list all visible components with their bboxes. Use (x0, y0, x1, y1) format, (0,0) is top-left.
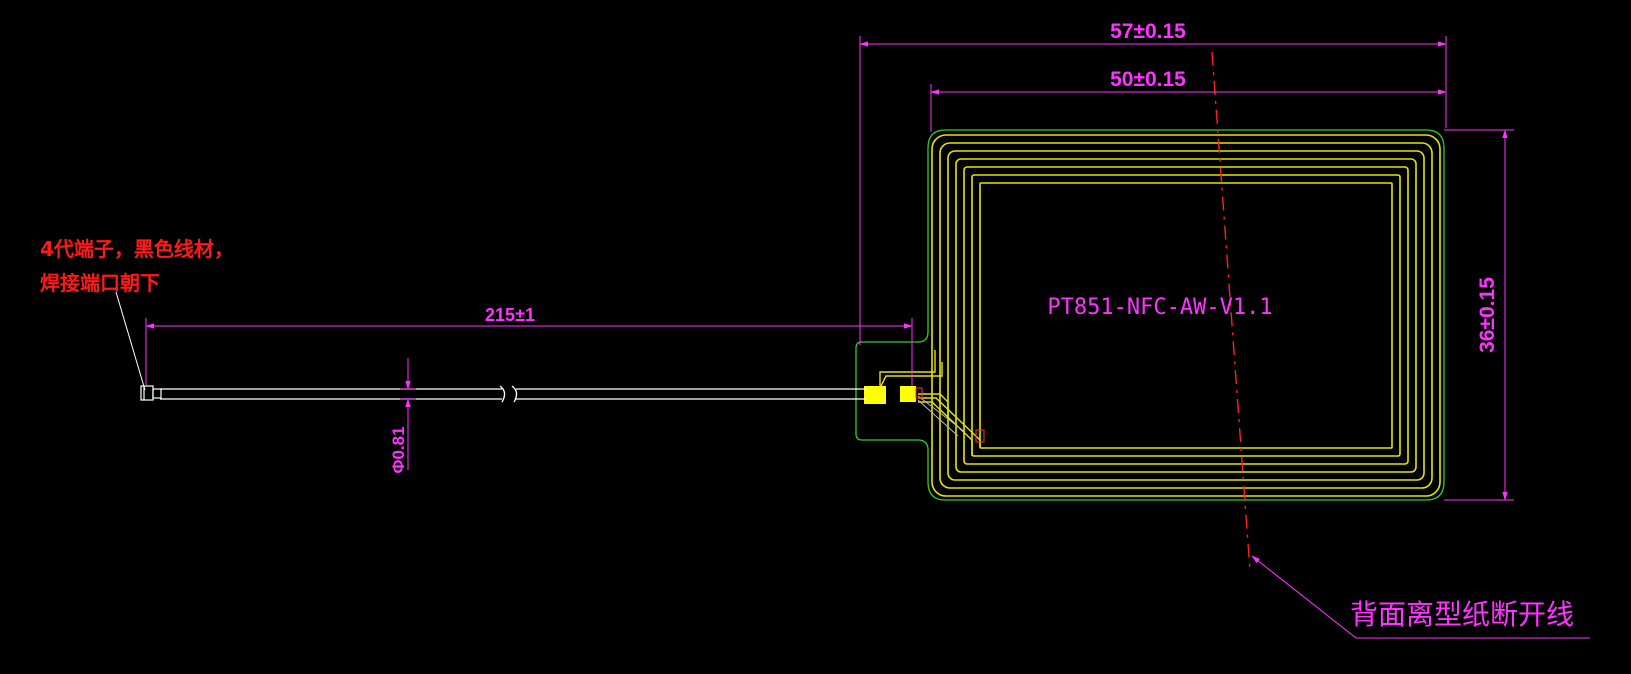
dim-cable-length: 215±1 (485, 305, 535, 325)
feed-traces (879, 350, 981, 456)
dim-cable-diameter: Φ0.81 (389, 426, 408, 473)
solder-pad-left (864, 386, 886, 404)
coil-windings (931, 134, 1441, 497)
dim-coil-height: 36±0.15 (1476, 277, 1499, 353)
connector-note-line1: 4代端子，黑色线材， (40, 237, 234, 261)
dim-overall-width: 57±0.15 (1110, 20, 1186, 43)
pad-marker (915, 387, 923, 399)
solder-pad-right (900, 386, 916, 402)
break-line-note: 背面离型纸断开线 (1350, 598, 1574, 631)
antenna-outline (855, 129, 1445, 501)
connector-leader (115, 291, 146, 391)
coax-cable (160, 385, 866, 403)
feed-traces-grey (917, 395, 966, 437)
part-label: PT851-NFC-AW-V1.1 (1047, 295, 1272, 320)
dim-coil-width: 50±0.15 (1110, 68, 1186, 91)
connector-note-line2: 焊接端口朝下 (40, 271, 160, 295)
via-marker (975, 429, 985, 443)
